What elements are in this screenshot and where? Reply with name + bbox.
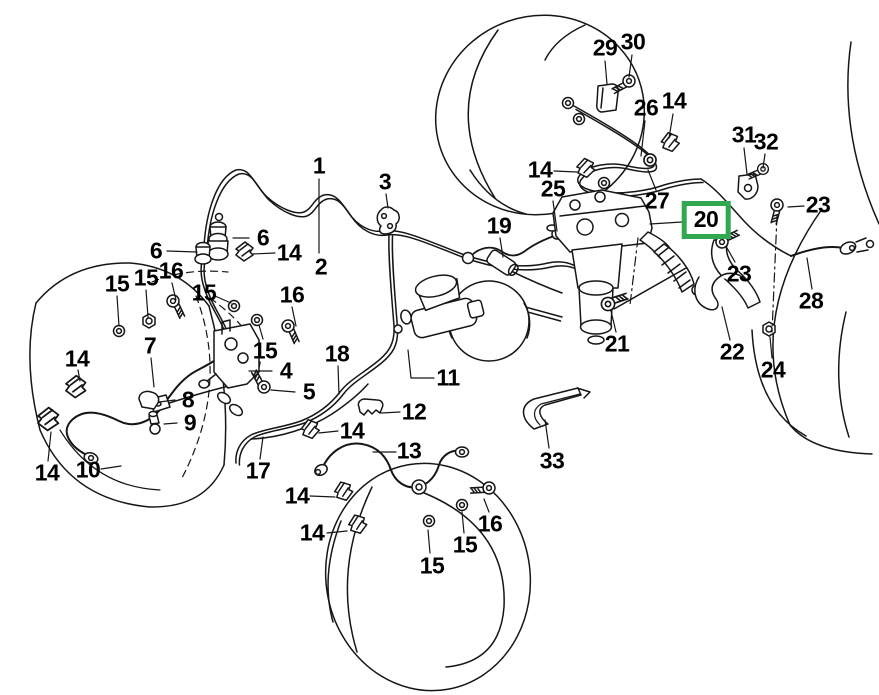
part-label-15[interactable]: 15 — [133, 264, 159, 291]
part-label-27[interactable]: 27 — [644, 187, 670, 214]
rear-right-brake-hose — [790, 237, 875, 257]
part-label-20-highlighted[interactable]: 20 — [681, 201, 731, 239]
part-label-4[interactable]: 4 — [279, 357, 293, 384]
part-label-22[interactable]: 22 — [719, 338, 745, 365]
part-label-24[interactable]: 24 — [760, 356, 786, 383]
part-label-12[interactable]: 12 — [401, 398, 427, 425]
part-label-5[interactable]: 5 — [302, 378, 316, 405]
part-label-14[interactable]: 14 — [276, 239, 302, 266]
part-label-30[interactable]: 30 — [620, 28, 646, 55]
tire-rear-right — [751, 208, 873, 455]
part-label-33[interactable]: 33 — [539, 447, 565, 474]
small-parts — [138, 83, 759, 435]
part-label-14[interactable]: 14 — [284, 482, 310, 509]
part-label-16[interactable]: 16 — [477, 510, 503, 537]
clamp-12 — [357, 398, 384, 416]
part-label-15[interactable]: 15 — [419, 552, 445, 579]
front-junction-fittings — [194, 212, 229, 265]
part-label-7[interactable]: 7 — [143, 332, 157, 359]
part-label-15[interactable]: 15 — [252, 337, 278, 364]
part-label-15[interactable]: 15 — [104, 270, 130, 297]
master-cylinder-and-booster — [393, 274, 531, 362]
part-label-26[interactable]: 26 — [633, 94, 659, 121]
part-label-3[interactable]: 3 — [378, 168, 392, 195]
part-label-1[interactable]: 1 — [312, 152, 326, 179]
lever-bracket-22 — [694, 239, 761, 311]
part-label-6[interactable]: 6 — [256, 224, 270, 251]
part-label-15[interactable]: 15 — [452, 531, 478, 558]
centerlines — [629, 215, 778, 333]
part-label-2[interactable]: 2 — [314, 253, 328, 280]
part-label-21[interactable]: 21 — [604, 330, 630, 357]
part-label-23[interactable]: 23 — [726, 260, 752, 287]
part-label-13[interactable]: 13 — [396, 437, 422, 464]
part-label-14[interactable]: 14 — [339, 417, 365, 444]
part-label-14[interactable]: 14 — [34, 459, 60, 486]
leader-lines — [47, 54, 813, 554]
part-label-32[interactable]: 32 — [753, 128, 779, 155]
part-label-17[interactable]: 17 — [245, 457, 271, 484]
part-label-23[interactable]: 23 — [805, 191, 831, 218]
part-label-25[interactable]: 25 — [540, 175, 566, 202]
part-label-29[interactable]: 29 — [592, 34, 618, 61]
lspv-assembly — [552, 189, 709, 345]
part-label-18[interactable]: 18 — [324, 340, 350, 367]
proportioning-valve — [198, 319, 260, 389]
rear-left-brake-hose — [314, 442, 470, 495]
cap-8 — [138, 390, 160, 410]
part-label-15[interactable]: 15 — [191, 279, 217, 306]
part-label-9[interactable]: 9 — [183, 409, 197, 436]
part-label-10[interactable]: 10 — [75, 456, 101, 483]
part-label-28[interactable]: 28 — [798, 287, 824, 314]
part-label-11[interactable]: 11 — [436, 364, 460, 391]
part-label-19[interactable]: 19 — [486, 212, 512, 239]
part-label-31[interactable]: 31 — [731, 121, 757, 148]
part-label-14[interactable]: 14 — [661, 87, 687, 114]
bracket-31 — [737, 173, 759, 200]
part-label-16[interactable]: 16 — [158, 257, 184, 284]
part-label-8[interactable]: 8 — [181, 386, 195, 413]
part-label-14[interactable]: 14 — [299, 519, 325, 546]
part-label-14[interactable]: 14 — [64, 345, 90, 372]
wheel-arch-top-right-corner — [847, 41, 879, 225]
spring-clip-33 — [522, 387, 591, 430]
part-label-14[interactable]: 14 — [527, 156, 553, 183]
part-label-6[interactable]: 6 — [149, 237, 163, 264]
part-label-16[interactable]: 16 — [279, 281, 305, 308]
